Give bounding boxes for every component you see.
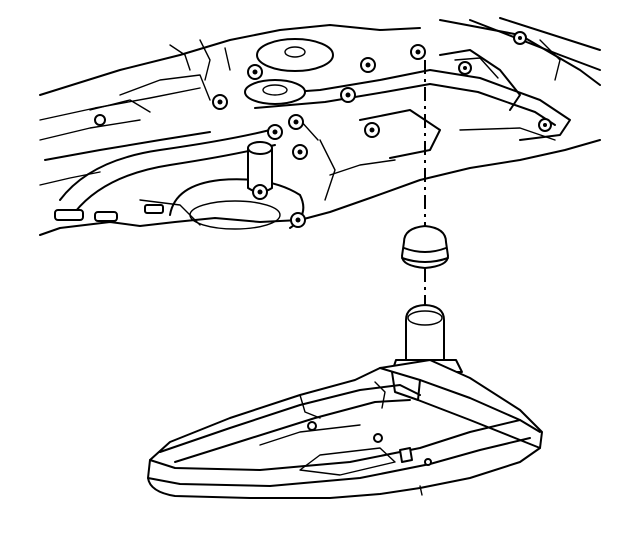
case-boss-top	[256, 38, 334, 72]
transmission-case-underside	[39, 17, 601, 236]
filter-seal	[401, 225, 449, 269]
case-bolts	[94, 31, 552, 228]
transmission-fluid-filter	[147, 304, 543, 499]
